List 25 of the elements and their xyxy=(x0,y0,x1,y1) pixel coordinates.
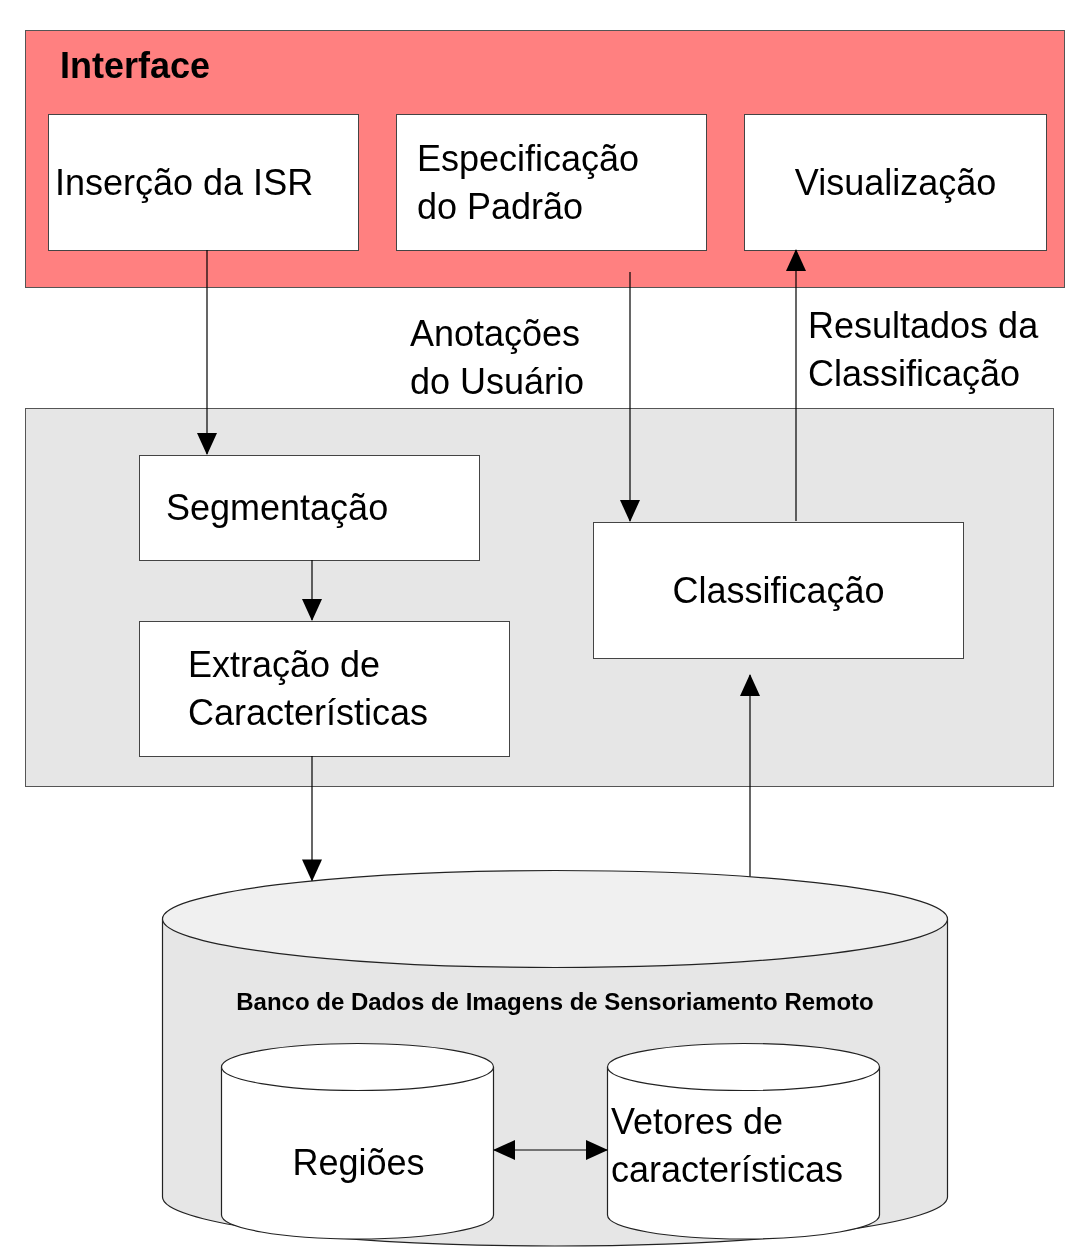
box-label: Extração de Características xyxy=(188,643,430,735)
interface-band xyxy=(25,30,1065,288)
arrow xyxy=(786,249,806,522)
panel xyxy=(25,408,1054,787)
process-box xyxy=(139,455,480,561)
band-title: Interface xyxy=(60,45,211,87)
database-label: Vetores de características xyxy=(611,1100,845,1192)
arrow xyxy=(493,1140,608,1160)
process-box xyxy=(48,114,359,251)
arrow xyxy=(740,674,760,878)
process-box xyxy=(593,522,964,659)
arrow xyxy=(620,271,640,522)
process-box xyxy=(396,114,707,251)
process-box xyxy=(744,114,1047,251)
database-title: Banco de Dados de Imagens de Sensoriamento Remoto xyxy=(235,988,875,1016)
box-label: Segmentação xyxy=(166,486,389,531)
arrow xyxy=(302,559,322,621)
box-label: Especificação do Padrão xyxy=(417,136,641,229)
database-label: Regiões xyxy=(291,1141,426,1185)
box-label: Visualização xyxy=(794,160,997,205)
arrow xyxy=(197,249,217,455)
box-label: Classificação xyxy=(672,568,885,613)
box-label: Inserção da ISR xyxy=(55,160,314,205)
process-box xyxy=(139,621,510,757)
arrow xyxy=(302,755,322,882)
